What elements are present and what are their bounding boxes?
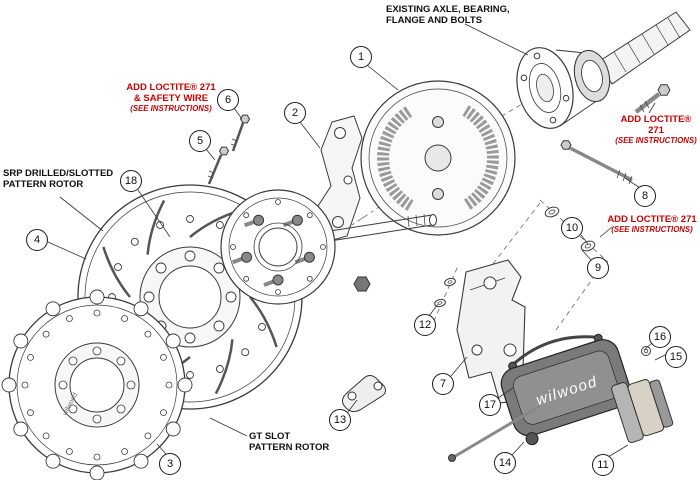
callout-1: 1 bbox=[350, 46, 372, 68]
gt-rotor-label-line2: PATTERN ROTOR bbox=[249, 442, 330, 454]
rotor-hat bbox=[220, 189, 336, 305]
loctite-safety-wire-line2: & SAFETY WIRE bbox=[133, 93, 209, 105]
callout-15: 15 bbox=[665, 346, 687, 368]
existing-axle-label-line2: FLANGE AND BOLTS bbox=[386, 15, 483, 27]
callout-10: 10 bbox=[561, 217, 583, 239]
axle-nut bbox=[353, 276, 371, 292]
callout-2: 2 bbox=[284, 102, 306, 124]
callout-5: 5 bbox=[189, 130, 211, 152]
srp-rotor-label-line1: SRP DRILLED/SLOTTED bbox=[3, 168, 114, 179]
callout-6: 6 bbox=[217, 89, 239, 111]
loctite-mid-right-line2: (SEE INSTRUCTIONS) bbox=[611, 225, 693, 235]
loctite-safety-wire-label: ADD LOCTITE® 271 & SAFETY WIRE (SEE INST… bbox=[112, 82, 230, 114]
callout-11: 11 bbox=[592, 454, 614, 476]
existing-axle-label-line1: EXISTING AXLE, BEARING, bbox=[386, 4, 510, 15]
callout-18: 18 bbox=[120, 170, 142, 192]
callout-7: 7 bbox=[432, 373, 454, 395]
existing-axle-label: EXISTING AXLE, BEARING, FLANGE AND BOLTS bbox=[386, 4, 510, 26]
rotor-scallops bbox=[1, 289, 193, 480]
srp-rotor-label-line2: PATTERN ROTOR bbox=[3, 179, 84, 191]
callout-12: 12 bbox=[414, 314, 436, 336]
loctite-mid-right-line1: ADD LOCTITE® 271 bbox=[607, 214, 697, 225]
backing-plate bbox=[360, 80, 516, 236]
loctite-upper-right-label: ADD LOCTITE® 271 (SEE INSTRUCTIONS) bbox=[612, 114, 700, 146]
callout-17: 17 bbox=[479, 394, 501, 416]
gt-rotor-label: GT SLOT PATTERN ROTOR bbox=[249, 431, 329, 453]
callout-16: 16 bbox=[649, 326, 671, 348]
callout-8: 8 bbox=[634, 185, 656, 207]
loctite-safety-wire-line3: (SEE INSTRUCTIONS) bbox=[130, 104, 212, 114]
wheel-studs bbox=[231, 214, 315, 287]
loctite-safety-wire-line1: ADD LOCTITE® 271 bbox=[126, 82, 216, 93]
loctite-upper-right-line2: (SEE INSTRUCTIONS) bbox=[615, 136, 697, 146]
axle-flange-assembly bbox=[516, 11, 691, 129]
parking-brake-lever bbox=[342, 375, 387, 413]
small-washers bbox=[434, 277, 456, 308]
gt-rotor-bolt-holes bbox=[58, 346, 136, 424]
flange-bolt bbox=[634, 84, 671, 114]
callout-13: 13 bbox=[329, 409, 351, 431]
gt-rotor-label-line1: GT SLOT bbox=[249, 431, 291, 442]
loctite-mid-right-label: ADD LOCTITE® 271 (SEE INSTRUCTIONS) bbox=[606, 214, 698, 234]
brake-pads bbox=[611, 379, 674, 443]
hat-holes bbox=[230, 199, 326, 295]
retaining-pin bbox=[448, 404, 541, 462]
axle-bracket bbox=[317, 115, 363, 243]
callout-14: 14 bbox=[494, 452, 516, 474]
callout-3: 3 bbox=[159, 453, 181, 475]
bracket-bolt bbox=[560, 140, 633, 185]
callout-9: 9 bbox=[587, 257, 609, 279]
gt-rotor-holes bbox=[21, 309, 173, 461]
srp-rotor-label: SRP DRILLED/SLOTTED PATTERN ROTOR bbox=[3, 168, 113, 190]
loctite-upper-right-line1: ADD LOCTITE® 271 bbox=[620, 114, 692, 137]
callout-4: 4 bbox=[26, 229, 48, 251]
loctite-bolts bbox=[207, 114, 251, 185]
gt-rotor: wilwood bbox=[1, 289, 193, 480]
